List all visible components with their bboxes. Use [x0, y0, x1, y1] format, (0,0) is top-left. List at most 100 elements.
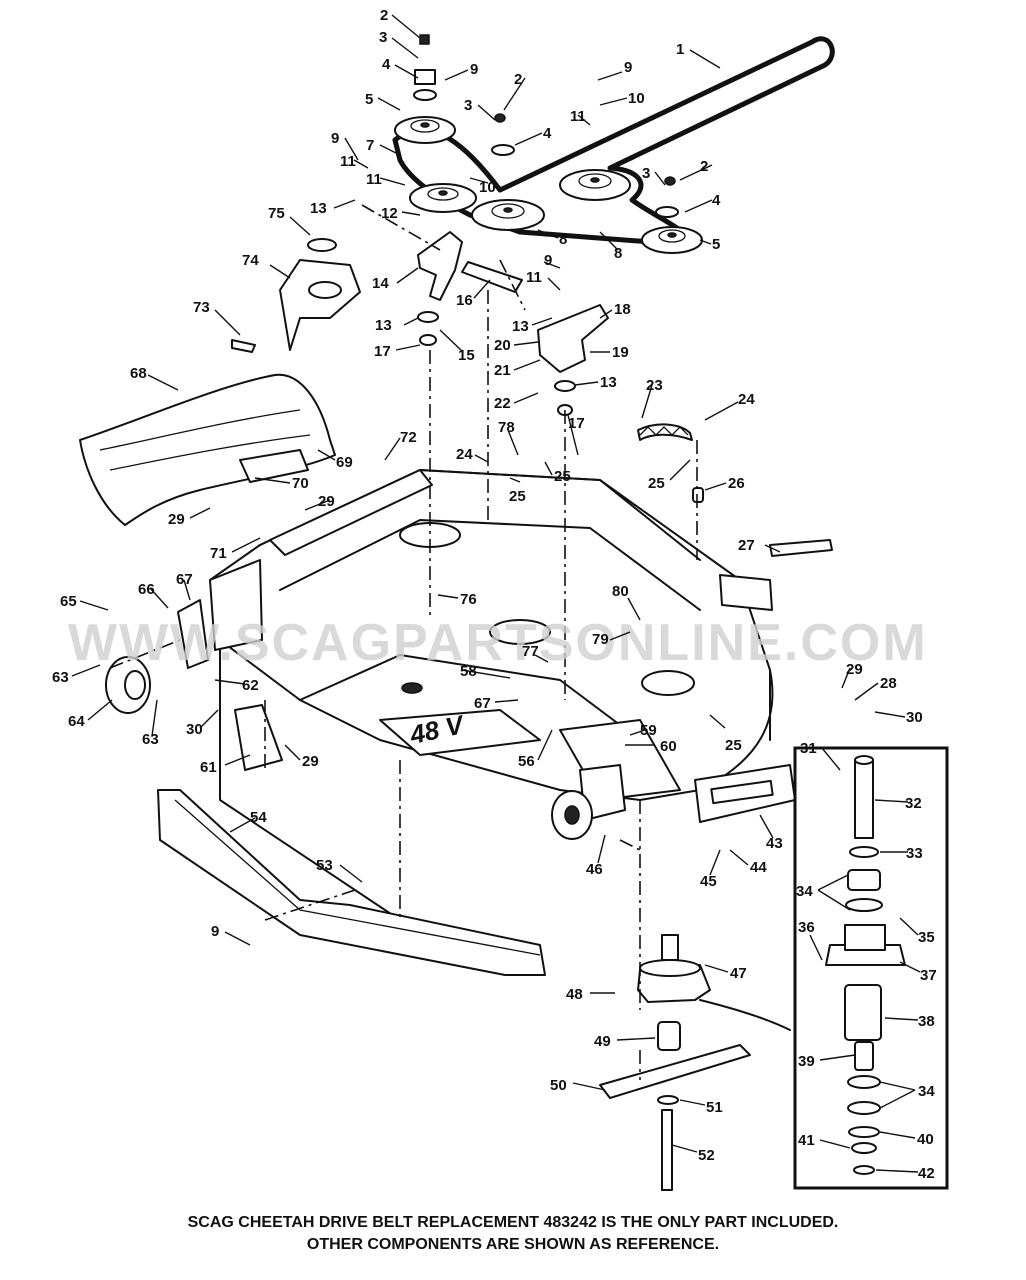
callout-58: 58	[460, 663, 477, 680]
callout-40: 40	[917, 1131, 934, 1148]
callout-11: 11	[570, 108, 586, 125]
callout-43: 43	[766, 835, 783, 852]
callout-18: 18	[614, 301, 631, 318]
callout-80: 80	[612, 583, 629, 600]
callout-2: 2	[380, 7, 388, 24]
callout-29: 29	[318, 493, 335, 510]
callout-4: 4	[543, 125, 552, 142]
spindle-detail-box	[793, 746, 949, 1190]
pulleys	[394, 34, 703, 254]
callout-13: 13	[375, 317, 392, 334]
callout-71: 71	[210, 545, 227, 562]
callout-63: 63	[52, 669, 69, 686]
callout-1: 1	[676, 41, 684, 58]
callout-25: 25	[554, 468, 571, 485]
pulley-right	[641, 226, 703, 254]
callout-28: 28	[880, 675, 897, 692]
callout-16: 16	[456, 292, 473, 309]
discharge-chute	[79, 373, 336, 526]
callout-62: 62	[242, 677, 259, 694]
callout-30: 30	[906, 709, 923, 726]
callout-68: 68	[130, 365, 147, 382]
mower-deck	[209, 469, 774, 921]
callout-73: 73	[193, 299, 210, 316]
callout-37: 37	[920, 967, 937, 984]
drive-belt	[392, 36, 835, 248]
callout-9: 9	[331, 130, 339, 147]
callout-29: 29	[302, 753, 319, 770]
callout-22: 22	[494, 395, 511, 412]
callout-35: 35	[918, 929, 935, 946]
callout-3: 3	[642, 165, 650, 182]
callout-76: 76	[460, 591, 477, 608]
callout-19: 19	[612, 344, 629, 361]
callout-33: 33	[906, 845, 923, 862]
callout-52: 52	[698, 1147, 715, 1164]
callout-64: 64	[68, 713, 85, 730]
callout-69: 69	[336, 454, 353, 471]
callout-25: 25	[648, 475, 665, 492]
callout-32: 32	[905, 795, 922, 812]
callout-9: 9	[624, 59, 632, 76]
callout-49: 49	[594, 1033, 611, 1050]
pulley-left-top	[394, 116, 456, 144]
callout-17: 17	[374, 343, 391, 360]
callout-24: 24	[738, 391, 755, 408]
callout-4: 4	[382, 56, 391, 73]
callout-10: 10	[479, 179, 496, 196]
hardware-stack-right	[655, 176, 679, 218]
callout-53: 53	[316, 857, 333, 874]
callout-77: 77	[522, 643, 539, 660]
callout-3: 3	[379, 29, 387, 46]
callout-63: 63	[142, 731, 159, 748]
callout-labels: 1 2 2 2 3 3 3 4 4 4 5 5 7 8 8 9 9 9 9 9 …	[52, 7, 937, 1182]
callout-12: 12	[381, 205, 398, 222]
pulley-left-mid	[409, 183, 477, 213]
callout-13: 13	[512, 318, 529, 335]
callout-72: 72	[400, 429, 417, 446]
callout-74: 74	[242, 252, 259, 269]
callout-70: 70	[292, 475, 309, 492]
callout-39: 39	[798, 1053, 815, 1070]
callout-25: 25	[725, 737, 742, 754]
callout-38: 38	[918, 1013, 935, 1030]
callout-27: 27	[738, 537, 755, 554]
callout-47: 47	[730, 965, 747, 982]
callout-29: 29	[846, 661, 863, 678]
callout-24: 24	[456, 446, 473, 463]
callout-50: 50	[550, 1077, 567, 1094]
callout-5: 5	[365, 91, 373, 108]
callout-20: 20	[494, 337, 511, 354]
callout-36: 36	[798, 919, 815, 936]
callout-56: 56	[518, 753, 535, 770]
callout-79: 79	[592, 631, 609, 648]
callout-9: 9	[211, 923, 219, 940]
callout-11: 11	[526, 269, 542, 286]
callout-23: 23	[646, 377, 663, 394]
caption-line-2: OTHER COMPONENTS ARE SHOWN AS REFERENCE.	[306, 1236, 720, 1253]
callout-17: 17	[568, 415, 585, 432]
hardware-stack-left	[413, 34, 437, 101]
callout-78: 78	[498, 419, 515, 436]
callout-61: 61	[200, 759, 217, 776]
hardware-stack-center	[491, 113, 515, 156]
callout-9: 9	[470, 61, 478, 78]
callout-34: 34	[796, 883, 813, 900]
callout-14: 14	[372, 275, 389, 292]
callout-44: 44	[750, 859, 767, 876]
callout-2: 2	[700, 158, 708, 175]
callout-8: 8	[614, 245, 622, 262]
callout-30: 30	[186, 721, 203, 738]
callout-15: 15	[458, 347, 475, 364]
callout-54: 54	[250, 809, 267, 826]
callout-11: 11	[340, 153, 356, 170]
callout-41: 41	[798, 1132, 815, 1149]
pulley-center	[471, 199, 545, 231]
callout-leaders	[71, 14, 921, 1173]
caption: SCAG CHEETAH DRIVE BELT REPLACEMENT 4832…	[0, 1212, 1026, 1256]
watermark-text: WWW.SCAGPARTSONLINE.COM	[68, 614, 928, 672]
baffles	[157, 539, 833, 976]
callout-67: 67	[176, 571, 193, 588]
callout-4: 4	[712, 192, 721, 209]
callout-31: 31	[800, 740, 817, 757]
